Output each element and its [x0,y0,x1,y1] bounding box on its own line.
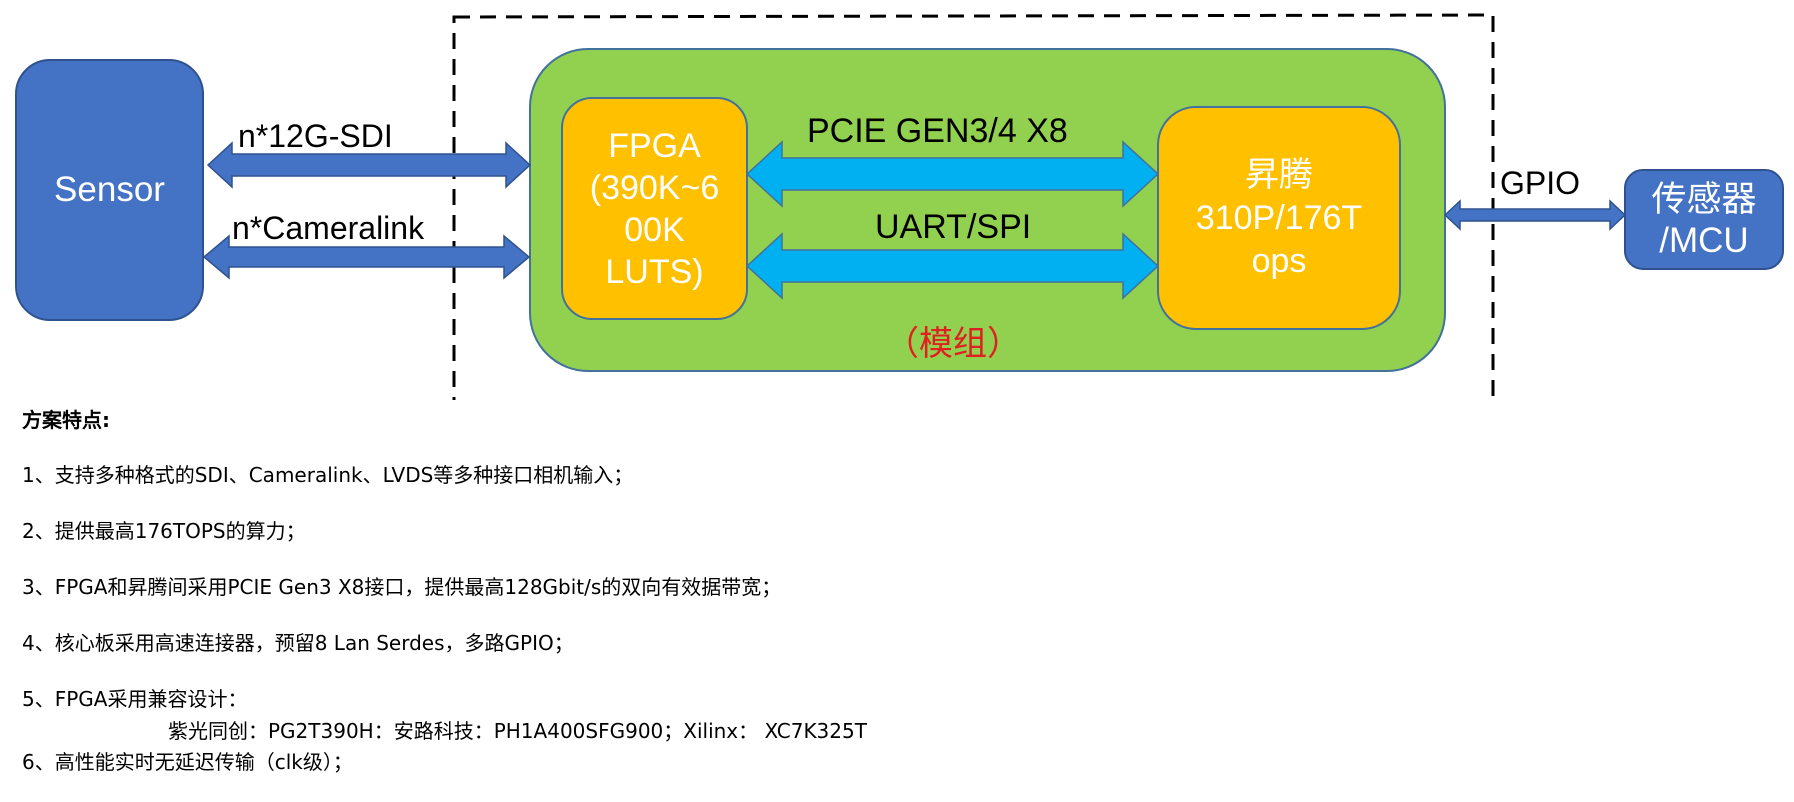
pcie-arrow [745,140,1160,208]
cameralink-link-label: n*Cameralink [232,210,425,246]
module-label: （模组） [885,324,1021,364]
feature-item-2: 2、提供最高176TOPS的算力； [22,519,306,543]
sdi-arrow [206,141,532,189]
feature-item-5-detail: 紫光同创：PG2T390H：安路科技：PH1A400SFG900；Xilinx：… [168,719,867,743]
sensor-label: Sensor [54,170,165,209]
pcie-link-label: PCIE GEN3/4 X8 [807,112,1068,150]
fpga-box [561,97,748,320]
cameralink-arrow [202,234,531,280]
gpio-link-label: GPIO [1500,165,1581,201]
gpio-arrow [1443,199,1627,231]
mcu-box [1624,169,1784,270]
feature-item-5: 5、FPGA采用兼容设计： [22,687,248,711]
uart-spi-link-label: UART/SPI [875,208,1032,246]
features-section: 方案特点: 1、支持多种格式的SDI、Cameralink、LVDS等多种接口相… [22,404,867,802]
feature-item-6: 6、高性能实时无延迟传输（clk级）； [22,750,353,774]
sensor-box [15,59,204,321]
uart-spi-arrow [745,232,1160,300]
sdi-link-label: n*12G-SDI [238,118,393,154]
mcu-label: 传感器 /MCU [1651,179,1757,260]
ascend-label: 昇腾 310P/176T ops [1195,155,1363,280]
features-heading: 方案特点: [22,408,110,432]
dashed-boundary [452,13,1495,400]
feature-item-4: 4、核心板采用高速连接器，预留8 Lan Serdes，多路GPIO； [22,631,574,655]
feature-item-1: 1、支持多种格式的SDI、Cameralink、LVDS等多种接口相机输入； [22,463,634,487]
fpga-label: FPGA (390K~6 00K LUTS) [589,126,720,291]
ascend-box [1157,106,1401,330]
feature-item-3: 3、FPGA和昇腾间采用PCIE Gen3 X8接口，提供最高128Gbit/s… [22,575,782,599]
architecture-diagram [15,13,1784,400]
